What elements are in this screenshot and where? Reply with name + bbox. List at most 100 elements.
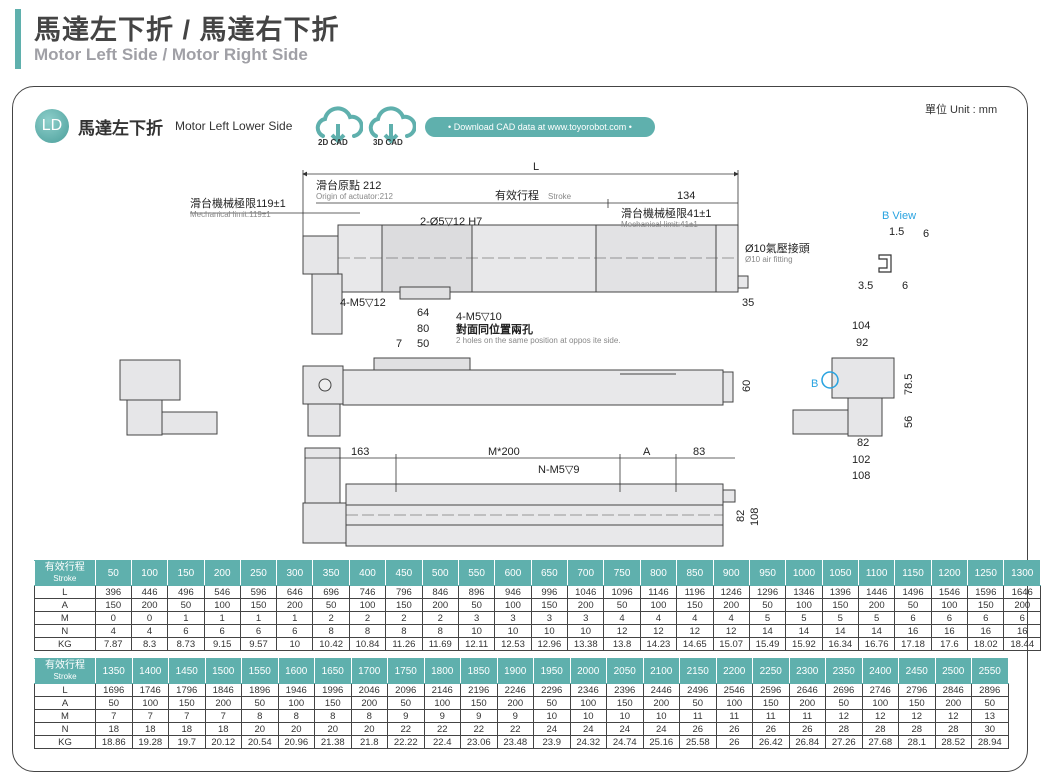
row-label: L: [34, 585, 96, 599]
table-cell: 20: [314, 722, 352, 736]
table-cell: 9: [496, 709, 534, 723]
table-cell: 1696: [95, 683, 133, 697]
stroke-column-header: 2300: [788, 658, 826, 684]
row-label: A: [34, 598, 96, 612]
end-dim-56: 56: [903, 416, 915, 428]
stroke-column-header: 2500: [934, 658, 972, 684]
cad-3d-label[interactable]: 3D CAD: [373, 138, 403, 147]
stroke-column-header: 2200: [715, 658, 753, 684]
table-cell: 16: [894, 624, 932, 638]
table-cell: 1096: [603, 585, 641, 599]
mech-left-en: Mechanical limit:119±1: [190, 210, 271, 219]
table-cell: 8.73: [167, 637, 205, 651]
table-cell: 2846: [934, 683, 972, 697]
table-cell: 11.26: [385, 637, 423, 651]
table-cell: 9: [460, 709, 498, 723]
table-cell: 6: [967, 611, 1005, 625]
table-cell: 14.23: [639, 637, 678, 651]
side-view: [302, 357, 734, 437]
table-cell: 18: [95, 722, 133, 736]
table-cell: 1946: [277, 683, 315, 697]
stroke-column-header: 400: [348, 560, 387, 586]
stroke-column-header: 50: [94, 560, 132, 586]
table-cell: 696: [312, 585, 350, 599]
table-cell: 13: [971, 709, 1009, 723]
table-cell: 10: [457, 624, 496, 638]
section-subtitle: Motor Left Lower Side: [175, 119, 293, 133]
left-end-view: [119, 359, 218, 436]
table-cell: 5: [748, 611, 787, 625]
mech-right-cn: 滑台機械極限41±1: [621, 206, 711, 220]
cad-3d-cloud-icon[interactable]: [366, 104, 416, 148]
stroke-column-header: 1650: [314, 658, 352, 684]
stroke-column-header: 2450: [898, 658, 936, 684]
table-cell: 20: [241, 722, 279, 736]
table-cell: 100: [785, 598, 823, 612]
table-cell: 200: [350, 696, 388, 710]
table-cell: 200: [1003, 598, 1041, 612]
table-cell: 2396: [606, 683, 644, 697]
table-cell: 2746: [861, 683, 899, 697]
table-cell: 200: [642, 696, 680, 710]
table-cell: 100: [348, 598, 387, 612]
table-cell: 9.57: [239, 637, 278, 651]
table-cell: 1146: [639, 585, 678, 599]
table-cell: 28: [898, 722, 936, 736]
row-label: N: [34, 624, 96, 638]
table-cell: 150: [967, 598, 1005, 612]
stroke-column-header: 1600: [277, 658, 315, 684]
table-cell: 11: [679, 709, 717, 723]
stroke-column-header: 900: [712, 560, 750, 586]
cad-2d-cloud-icon[interactable]: [313, 104, 363, 148]
cad-2d-label[interactable]: 2D CAD: [318, 138, 348, 147]
opposite-holes-cn: 對面同位置兩孔: [456, 322, 533, 336]
technical-drawing: L 滑台原點 212 Origin of actuator:212 有效行程 S…: [119, 161, 929, 547]
bview-6-top: 6: [923, 228, 929, 240]
table-cell: 18: [168, 722, 206, 736]
table-cell: 200: [421, 598, 459, 612]
table-cell: 26: [715, 722, 753, 736]
table-cell: 14: [821, 624, 860, 638]
table-cell: 2596: [752, 683, 790, 697]
table-cell: 6: [167, 624, 205, 638]
row-label: KG: [34, 637, 96, 651]
download-cad-link[interactable]: • Download CAD data at www.toyorobot.com…: [425, 117, 655, 137]
table-cell: 150: [239, 598, 278, 612]
table-cell: 22: [387, 722, 425, 736]
end-dim-82: 82: [857, 437, 869, 449]
bview-3-5: 3.5: [858, 280, 873, 292]
table-cell: 9.15: [203, 637, 241, 651]
table-cell: 28.1: [898, 735, 936, 749]
table-cell: 100: [569, 696, 607, 710]
table-cell: 200: [567, 598, 605, 612]
table-cell: 8.3: [130, 637, 169, 651]
table-cell: 8: [350, 709, 388, 723]
table-cell: 200: [934, 696, 972, 710]
table-cell: 28: [825, 722, 863, 736]
stroke-column-header: 1350: [95, 658, 133, 684]
table-cell: 100: [861, 696, 899, 710]
table-cell: 16.76: [857, 637, 896, 651]
row-label: M: [34, 611, 96, 625]
b-view-label: B View: [882, 210, 916, 222]
table-cell: 2: [348, 611, 387, 625]
table-cell: 24: [642, 722, 680, 736]
table-cell: 3: [494, 611, 532, 625]
table-cell: 8: [348, 624, 387, 638]
table-cell: 23.06: [460, 735, 498, 749]
table-cell: 18.44: [1003, 637, 1041, 651]
table-cell: 8: [241, 709, 279, 723]
table-cell: 7: [204, 709, 242, 723]
table-cell: 996: [530, 585, 569, 599]
table-cell: 3: [567, 611, 605, 625]
table-cell: 18.86: [95, 735, 133, 749]
table-cell: 200: [496, 696, 534, 710]
mech-left-cn: 滑台機械極限119±1: [190, 196, 286, 210]
table-cell: 150: [385, 598, 423, 612]
table-cell: 12: [825, 709, 863, 723]
table-cell: 546: [203, 585, 241, 599]
m5-10-label: 4-M5▽10: [456, 311, 502, 323]
